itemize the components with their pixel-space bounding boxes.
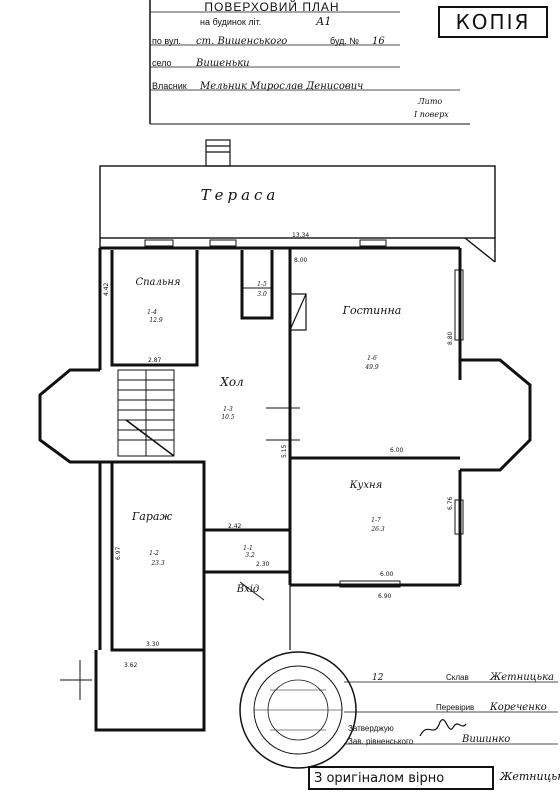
building-walls [38, 246, 532, 732]
plan-subtitle-value: А1 [315, 15, 331, 28]
chimney [205, 139, 231, 167]
dim-top-width: 13.34 [292, 232, 309, 239]
dim-kitchen-bottom: 6.00 [380, 571, 394, 578]
room-bedroom-area: 12.9 [149, 317, 163, 324]
room-kitchen: Кухня [349, 480, 382, 491]
floor-note-1: Лито [417, 97, 442, 106]
address-label: по вул. [152, 36, 181, 46]
dim-vest-side: 2.30 [256, 561, 270, 568]
room-hall-area: 10.5 [221, 414, 235, 421]
terrace [99, 165, 496, 263]
dim-living-width: 8.00 [294, 257, 308, 264]
sig-row2-name: Кореченко [489, 702, 547, 713]
room-garage-area: 23.3 [150, 560, 165, 567]
owner-value: Мельник Мирослав Денисович [199, 81, 363, 92]
dim-bedroom-height: 4.42 [103, 282, 110, 296]
entrance-label: Вхід [236, 584, 260, 595]
round-seal [239, 651, 357, 769]
room-kitchen-num: 1-7 [371, 517, 381, 524]
copy-stamp-text: КОПІЯ [455, 10, 531, 34]
room-garage-num: 1-2 [149, 550, 159, 557]
staircase [117, 369, 175, 457]
handwritten-signature [419, 719, 467, 737]
openings [60, 239, 464, 700]
plan-title: ПОВЕРХОВИЙ ПЛАН [204, 0, 339, 14]
room-vestibule-num: 1-1 [243, 545, 253, 552]
dim-vest-width: 2.42 [228, 523, 242, 530]
dim-kitchen-side: 6.76 [447, 496, 454, 510]
header-block [149, 0, 470, 125]
room-garage: Гараж [131, 510, 172, 523]
sig-row2-label: Перевірив [436, 703, 474, 712]
room-bedroom: Спальня [135, 277, 180, 288]
plan-subtitle-prefix: на будинок літ. [200, 17, 261, 27]
dim-garage-width: 3.30 [146, 641, 160, 648]
dim-bedroom-width: 2.87 [148, 357, 162, 364]
room-living-num: 1-6 [367, 355, 377, 362]
room-vestibule-area: 3.2 [245, 552, 255, 559]
sig-row3-name: Вишинко [461, 734, 510, 745]
certification-text: З оригіналом вірно [314, 771, 445, 786]
floor-note-2: І поверх [413, 110, 449, 119]
dim-living-height: 8.80 [447, 331, 454, 345]
room-living-area: 49.9 [364, 364, 379, 371]
room-hall-num: 1-3 [223, 406, 233, 413]
fireplace [289, 293, 307, 331]
dim-kitchen-top: 6.00 [390, 447, 404, 454]
room-hall: Хол [219, 375, 243, 389]
sig-row3-sub: Зав. рівненського [348, 737, 414, 746]
room-bedroom-num: 1-4 [147, 309, 157, 316]
address-num-label: буд. № [330, 36, 359, 46]
village-label: село [152, 58, 172, 68]
village-value: Вишеньки [195, 58, 250, 69]
room-small-num: 1-5 [257, 281, 267, 288]
copy-stamp: КОПІЯ [438, 6, 548, 38]
certification-name: Жетницька [500, 770, 560, 783]
signature-lines [344, 681, 558, 745]
certification-stamp: З оригіналом вірно [308, 766, 494, 790]
sig-row1-label: Склав [446, 673, 469, 682]
address-num-value: 16 [372, 36, 385, 47]
dim-outer-bottom: 6.90 [378, 593, 392, 600]
owner-label: Власник [152, 81, 187, 91]
room-living: Гостинна [342, 304, 402, 317]
dim-hall-height: 5.15 [281, 444, 288, 458]
terrace-label: Тераса [201, 186, 280, 204]
sig-row1-name: Жетницька [489, 672, 554, 683]
address-value: ст. Вишенського [196, 36, 287, 47]
sig-row3-label: Затверджую [348, 724, 394, 733]
plan-lower-lines [203, 572, 291, 650]
dim-garage-bottom: 3.62 [124, 662, 138, 669]
room-kitchen-area: 26.3 [370, 526, 385, 533]
dim-garage-height: 6.97 [115, 546, 122, 560]
room-small-area: 3.0 [257, 291, 267, 298]
sig-row1-num: 12 [372, 673, 384, 683]
